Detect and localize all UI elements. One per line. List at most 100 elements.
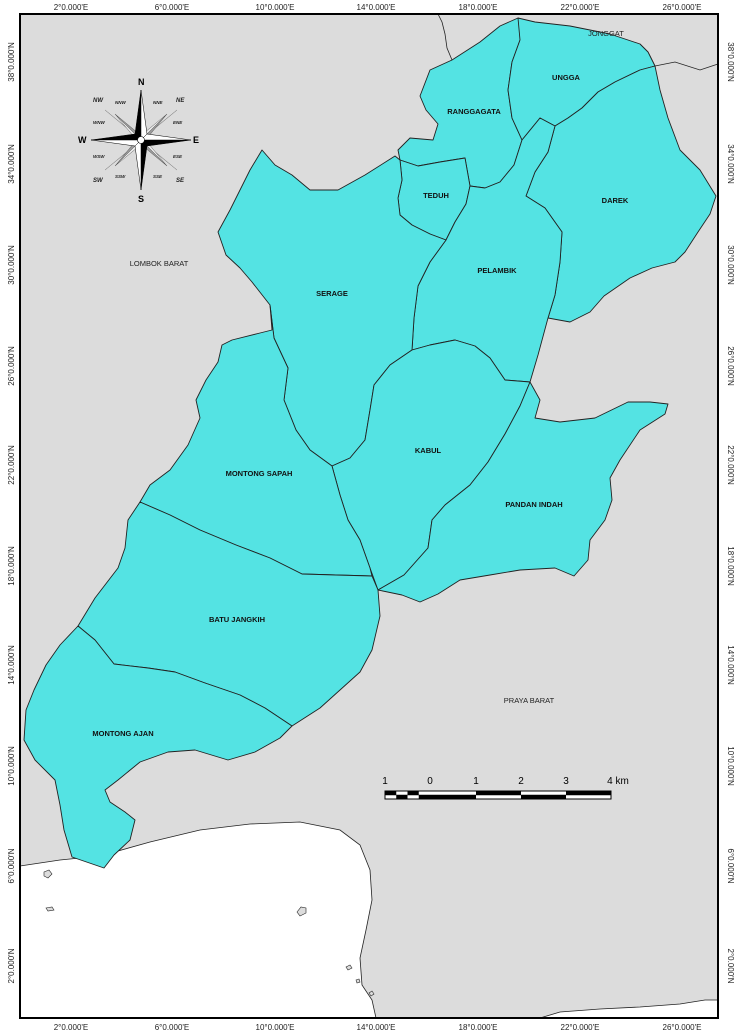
lon-label: 18°0.000'E — [459, 3, 498, 12]
lat-label: 10°0.000'N — [726, 746, 734, 786]
region-darek[interactable] — [525, 65, 717, 323]
island — [45, 906, 55, 912]
lon-label: 22°0.000'E — [561, 1023, 600, 1032]
compass-e: E — [193, 135, 199, 145]
lon-label: 2°0.000'E — [54, 3, 89, 12]
compass-s: S — [138, 194, 144, 204]
compass-intercardinal — [114, 113, 168, 167]
compass-ene: ENE — [173, 120, 183, 125]
lon-label: 14°0.000'E — [357, 1023, 396, 1032]
compass-ssw: SSW — [115, 174, 126, 179]
lat-label: 22°0.000'N — [726, 445, 734, 485]
sea-area — [19, 821, 377, 1019]
label-pelambik: PELAMBIK — [477, 266, 517, 275]
scale-label: 3 — [563, 776, 569, 787]
label-ungga: UNGGA — [552, 73, 581, 82]
label-serage: SERAGE — [316, 289, 348, 298]
lat-label: 6°0.000'N — [726, 849, 734, 884]
compass-wnw: WNW — [93, 120, 105, 125]
label-batu-jangkih: BATU JANGKIH — [209, 615, 265, 624]
lat-label: 34°0.000'N — [726, 144, 734, 184]
scale-label: 1 — [382, 776, 388, 787]
lon-label: 6°0.000'E — [155, 1023, 190, 1032]
scale-segment — [430, 795, 476, 799]
compass-n: N — [138, 77, 145, 87]
lat-label: 26°0.000'N — [7, 346, 16, 386]
region-batu-jangkih[interactable] — [77, 501, 381, 727]
compass-cardinal — [90, 89, 192, 191]
scale-label: 0 — [427, 776, 433, 787]
lat-label: 26°0.000'N — [726, 346, 734, 386]
lon-label: 10°0.000'E — [256, 3, 295, 12]
label-darek: DAREK — [602, 196, 629, 205]
lon-label: 26°0.000'E — [663, 1023, 702, 1032]
longitude-labels-top: 2°0.000'E 6°0.000'E 10°0.000'E 14°0.000'… — [54, 3, 702, 12]
lat-label: 34°0.000'N — [7, 144, 16, 184]
compass-nnw: NNW — [115, 100, 126, 105]
lat-label: 2°0.000'N — [7, 948, 16, 983]
label-montong-sapah: MONTONG SAPAH — [226, 469, 293, 478]
label-montong-ajan: MONTONG AJAN — [92, 729, 153, 738]
label-teduh: TEDUH — [423, 191, 449, 200]
lon-label: 14°0.000'E — [357, 3, 396, 12]
label-lombok-barat: LOMBOK BARAT — [130, 259, 189, 268]
latitude-labels-left: 38°0.000'N 34°0.000'N 30°0.000'N 26°0.00… — [7, 42, 16, 983]
scale-label: 4 km — [607, 776, 629, 787]
compass-nne: NNE — [153, 100, 163, 105]
scale-bar: 1 0 1 2 3 4 km — [382, 776, 629, 800]
compass-nw: NW — [93, 98, 104, 104]
lat-label: 18°0.000'N — [7, 546, 16, 586]
compass-rose: N S E W NW NE SW SE NNW NNE WNW ENE WSW … — [78, 77, 199, 204]
compass-sse: SSE — [153, 174, 163, 179]
map-frame — [19, 13, 719, 1019]
scale-segment — [396, 795, 408, 799]
lat-label: 14°0.000'N — [7, 645, 16, 685]
lon-label: 10°0.000'E — [256, 1023, 295, 1032]
scale-label: 2 — [518, 776, 524, 787]
longitude-labels-bottom: 2°0.000'E 6°0.000'E 10°0.000'E 14°0.000'… — [54, 1023, 702, 1032]
island — [296, 906, 307, 917]
label-pandan-indah: PANDAN INDAH — [505, 500, 562, 509]
compass-ese: ESE — [173, 154, 183, 159]
scale-segment — [418, 795, 430, 799]
lat-label: 6°0.000'N — [7, 848, 16, 883]
lat-label: 38°0.000'N — [726, 42, 734, 82]
lat-label: 30°0.000'N — [726, 245, 734, 285]
lon-label: 2°0.000'E — [54, 1023, 89, 1032]
lat-label: 18°0.000'N — [726, 546, 734, 586]
scale-segment — [407, 791, 419, 795]
region-pandan-indah[interactable] — [377, 381, 669, 603]
lat-label: 14°0.000'N — [726, 645, 734, 685]
surrounding-area-labels: JONGGAT LOMBOK BARAT PRAYA BARAT — [130, 29, 625, 705]
compass-ne: NE — [176, 98, 185, 104]
scale-segment — [521, 795, 566, 799]
regions-layer — [23, 17, 717, 869]
lat-label: 30°0.000'N — [7, 245, 16, 285]
island — [355, 978, 361, 984]
compass-w: W — [78, 135, 87, 145]
scale-segment — [476, 791, 521, 795]
latitude-labels-right: 38°0.000'N 34°0.000'N 30°0.000'N 26°0.00… — [726, 42, 734, 983]
lon-label: 6°0.000'E — [155, 3, 190, 12]
lon-label: 18°0.000'E — [459, 1023, 498, 1032]
label-jonggat: JONGGAT — [588, 29, 624, 38]
compass-sw: SW — [93, 178, 104, 184]
lon-label: 22°0.000'E — [561, 3, 600, 12]
scale-segment — [385, 791, 397, 795]
scale-segment — [566, 791, 611, 795]
island — [43, 869, 53, 879]
label-ranggagata: RANGGAGATA — [447, 107, 501, 116]
region-montong-ajan[interactable] — [23, 625, 293, 869]
lat-label: 10°0.000'N — [7, 746, 16, 786]
lat-label: 38°0.000'N — [7, 42, 16, 82]
lat-label: 22°0.000'N — [7, 445, 16, 485]
boundary-line — [437, 13, 453, 61]
boundary-line — [654, 61, 719, 71]
lat-label: 2°0.000'N — [726, 949, 734, 984]
scale-label: 1 — [473, 776, 479, 787]
label-kabul: KABUL — [415, 446, 442, 455]
compass-se: SE — [176, 178, 185, 184]
island — [345, 964, 353, 971]
lon-label: 26°0.000'E — [663, 3, 702, 12]
